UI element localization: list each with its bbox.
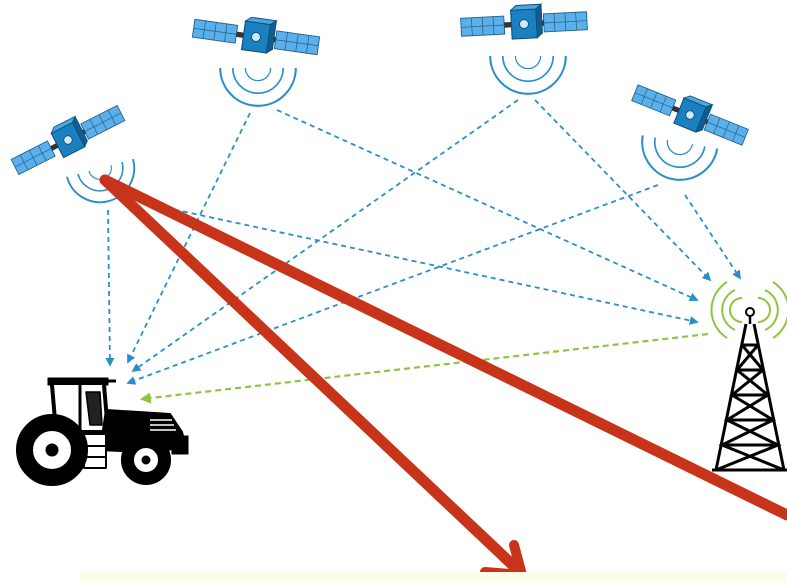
radio-tower-icon bbox=[710, 281, 787, 472]
overlay-arrows bbox=[99, 174, 787, 580]
signal-path bbox=[127, 112, 251, 364]
red-overlay-line bbox=[99, 174, 787, 521]
tractor-icon bbox=[16, 377, 189, 486]
signal-path bbox=[126, 184, 659, 385]
red-overlay-arrow bbox=[99, 174, 524, 576]
signal-path bbox=[129, 199, 699, 325]
satellite-icon bbox=[191, 8, 322, 107]
signal-path bbox=[276, 109, 699, 302]
signal-path bbox=[131, 99, 519, 373]
signal-path bbox=[534, 99, 712, 282]
satellite-icon bbox=[629, 75, 753, 187]
satellite-signal-paths bbox=[105, 99, 741, 385]
bottom-highlight-strip bbox=[80, 572, 787, 583]
satellite-icon bbox=[459, 1, 589, 95]
signal-path bbox=[684, 194, 741, 280]
correction-signal-path bbox=[139, 332, 709, 404]
signal-path bbox=[105, 209, 115, 367]
